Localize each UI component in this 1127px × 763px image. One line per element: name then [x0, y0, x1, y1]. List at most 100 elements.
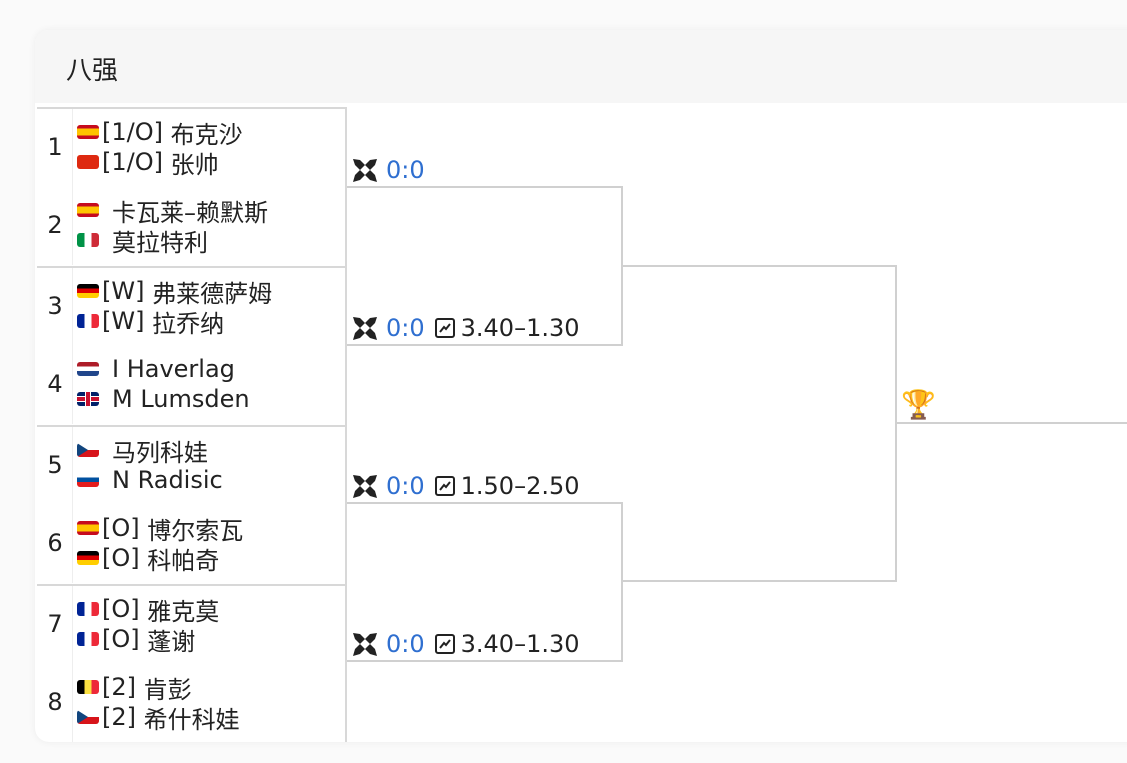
match-odds: 1.50–2.50 — [460, 472, 580, 500]
player-name: 张帅 — [170, 150, 219, 179]
flag-cz-icon — [77, 443, 99, 457]
slot-number: 1 — [47, 133, 63, 161]
round-title: 八强 — [66, 56, 119, 86]
chart-icon[interactable] — [434, 318, 455, 338]
divider — [72, 586, 73, 664]
player[interactable]: 莫拉特利 — [77, 225, 208, 257]
match-odds: 3.40–1.30 — [460, 630, 580, 658]
match-info[interactable]: 0:0 1.50–2.50 — [350, 472, 580, 500]
match-odds: 3.40–1.30 — [460, 314, 580, 342]
divider — [72, 664, 73, 742]
match-info[interactable]: 0:0 3.40–1.30 — [350, 630, 580, 658]
draw-slot[interactable]: 7[O] 雅克莫[O] 蓬谢 — [37, 586, 345, 664]
flag-si-icon — [77, 473, 99, 487]
flag-gb-icon — [77, 392, 99, 406]
divider — [72, 109, 73, 187]
draw-slot[interactable]: 2 卡瓦莱–赖默斯莫拉特利 — [37, 187, 345, 265]
player[interactable]: [O] 蓬谢 — [77, 624, 196, 656]
divider — [72, 268, 73, 346]
player-seed: [2] — [102, 673, 136, 701]
player[interactable]: [O] 雅克莫 — [77, 594, 220, 626]
flag-de-icon — [77, 551, 99, 565]
player-seed: [O] — [102, 625, 140, 653]
match-score[interactable]: 0:0 — [386, 314, 425, 342]
flag-fr-icon — [77, 602, 99, 616]
flag-de-icon — [77, 284, 99, 298]
bracket-line — [347, 502, 623, 504]
player[interactable]: [O] 博尔索瓦 — [77, 513, 244, 545]
flag-es-icon — [77, 521, 99, 535]
player[interactable]: [W] 拉乔纳 — [77, 306, 225, 338]
flag-nl-icon — [77, 362, 99, 376]
player-name: 马列科娃 — [112, 438, 208, 467]
bracket-line — [896, 422, 1127, 424]
draw-list: 1 [1/O] 布克沙[1/O] 张帅 2 卡瓦莱–赖默斯莫拉特利 3[W] 弗莱德萨姆… — [37, 107, 347, 742]
flag-be-icon — [77, 680, 99, 694]
slot-number: 2 — [47, 211, 63, 239]
player-seed: [O] — [102, 514, 140, 542]
player-name: N Radisic — [112, 466, 223, 494]
player[interactable]: 马列科娃 — [77, 435, 208, 467]
player-name: 蓬谢 — [147, 627, 196, 656]
flag-es-icon — [77, 125, 99, 139]
player[interactable]: [2] 肯彭 — [77, 672, 192, 704]
bracket-line — [347, 660, 623, 662]
chart-icon[interactable] — [434, 476, 455, 496]
match-info[interactable]: 0:0 — [350, 156, 425, 184]
divider — [72, 505, 73, 583]
flag-fr-icon — [77, 314, 99, 328]
bracket-line — [621, 502, 623, 662]
player-seed: [O] — [102, 544, 140, 572]
flag-cz-icon — [77, 710, 99, 724]
player[interactable]: [2] 希什科娃 — [77, 702, 240, 734]
slot-number: 5 — [47, 451, 63, 479]
slot-number: 4 — [47, 370, 63, 398]
player-name: 拉乔纳 — [152, 309, 225, 338]
player[interactable]: [1/O] 布克沙 — [77, 117, 243, 149]
crossed-swords-icon — [353, 475, 377, 498]
player[interactable]: I Haverlag — [77, 354, 235, 384]
player[interactable]: [1/O] 张帅 — [77, 147, 219, 179]
crossed-swords-icon — [353, 159, 377, 182]
player-name: 博尔索瓦 — [147, 516, 244, 545]
match-info[interactable]: 0:0 3.40–1.30 — [350, 314, 580, 342]
player[interactable]: M Lumsden — [77, 384, 250, 414]
bracket-line — [622, 265, 897, 267]
draw-slot[interactable]: 8[2] 肯彭[2] 希什科娃 — [37, 664, 345, 742]
draw-slot[interactable]: 1 [1/O] 布克沙[1/O] 张帅 — [37, 109, 345, 187]
bracket-line — [622, 580, 897, 582]
player-name: M Lumsden — [112, 385, 250, 413]
draw-slot[interactable]: 3[W] 弗莱德萨姆[W] 拉乔纳 — [37, 268, 345, 346]
trophy-icon: 🏆 — [901, 388, 936, 421]
player-seed: [W] — [102, 277, 145, 305]
divider — [72, 346, 73, 424]
chart-icon[interactable] — [434, 634, 455, 654]
match-score[interactable]: 0:0 — [386, 156, 425, 184]
player-name: 肯彭 — [143, 675, 192, 704]
draw-pair: 1 [1/O] 布克沙[1/O] 张帅 2 卡瓦莱–赖默斯莫拉特利 — [37, 107, 347, 266]
player[interactable]: [O] 科帕奇 — [77, 543, 220, 575]
match-score[interactable]: 0:0 — [386, 630, 425, 658]
slot-number: 6 — [47, 529, 63, 557]
player[interactable]: [W] 弗莱德萨姆 — [77, 276, 272, 308]
player-name: 雅克莫 — [147, 597, 220, 626]
bracket-card: 八强 1 [1/O] 布克沙[1/O] 张帅 2 卡瓦莱–赖默斯莫拉特利 3[W] 弗莱… — [35, 30, 1127, 742]
player[interactable]: N Radisic — [77, 465, 223, 495]
player[interactable]: 卡瓦莱–赖默斯 — [77, 195, 268, 227]
player-name: 莫拉特利 — [112, 228, 208, 257]
draw-slot[interactable]: 6 [O] 博尔索瓦[O] 科帕奇 — [37, 505, 345, 583]
flag-it-icon — [77, 233, 99, 247]
flag-es-icon — [77, 203, 99, 217]
divider — [72, 187, 73, 265]
player-name: 卡瓦莱–赖默斯 — [112, 198, 268, 227]
match-score[interactable]: 0:0 — [386, 472, 425, 500]
card-header: 八强 — [35, 30, 1127, 103]
bracket-line — [347, 344, 623, 346]
player-name: 希什科娃 — [143, 705, 240, 734]
flag-cn-icon — [77, 155, 99, 169]
player-name: 科帕奇 — [147, 546, 220, 575]
